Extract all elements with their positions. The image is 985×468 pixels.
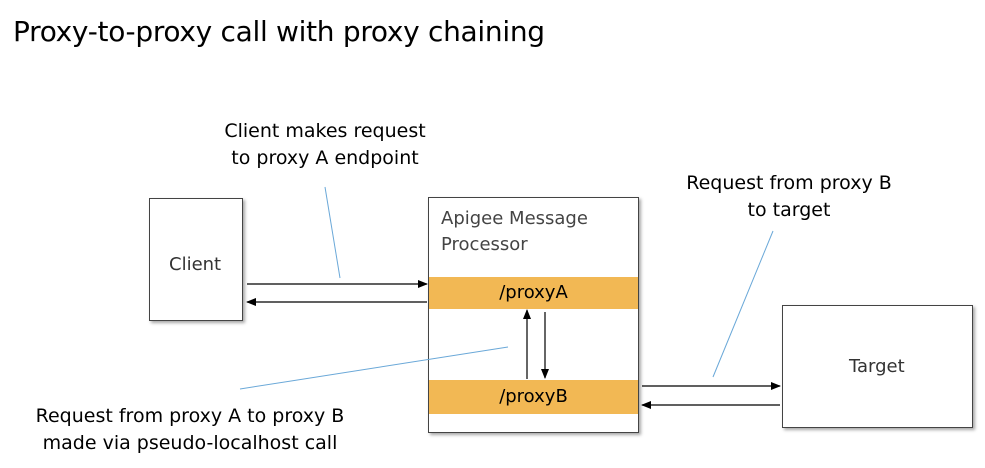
client-request-note-line2: to proxy A endpoint [231,147,419,169]
a-to-b-note: Request from proxy A to proxy B made via… [10,403,370,457]
client-request-note-line1: Client makes request [224,120,426,142]
proxyb-target-note-line2: to target [747,199,831,221]
target-box: Target [782,305,973,428]
client-request-callout-line [324,186,341,279]
proxy-b-bar: /proxyB [429,380,638,414]
proxyb-target-callout-line [712,230,774,378]
proxyb-target-note: Request from proxy B to target [664,170,914,224]
client-request-note: Client makes request to proxy A endpoint [200,118,450,172]
proxy-b-label: /proxyB [499,386,568,407]
a-to-b-note-line1: Request from proxy A to proxy B [35,405,345,427]
proxy-a-bar: /proxyA [429,277,638,309]
page-title: Proxy-to-proxy call with proxy chaining [13,15,545,48]
proxyb-target-note-line1: Request from proxy B [686,172,892,194]
client-box: Client [149,198,243,321]
client-label: Client [169,254,222,275]
proxy-a-label: /proxyA [499,282,568,303]
a-to-b-note-line2: made via pseudo-localhost call [42,432,338,454]
message-processor-label: Apigee Message Processor [441,208,588,255]
target-label: Target [849,356,905,377]
